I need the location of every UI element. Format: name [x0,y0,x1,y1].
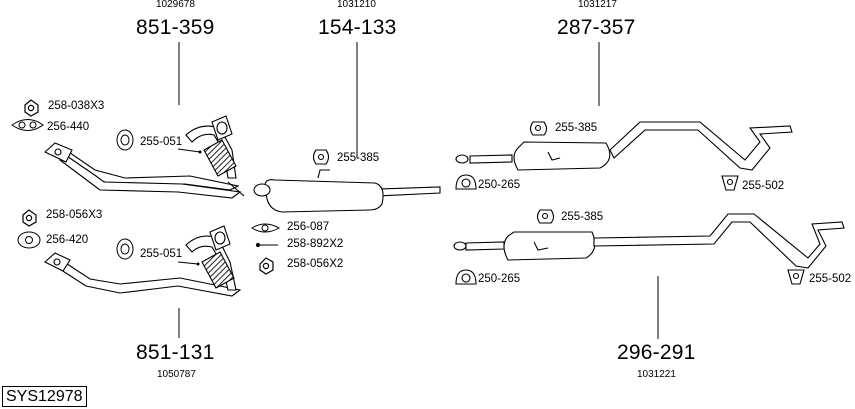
ref-number-851-359: 1029678 [156,0,195,10]
rubber-hanger-icon [529,121,548,136]
bolt-icon [255,242,278,248]
callout-label: 256-440 [47,121,90,133]
diagram-id-box: SYS12978 [2,386,87,407]
callout-label: 258-038X3 [48,100,105,112]
callout-label: 250-265 [478,273,521,285]
rear-silencer-296-291 [453,213,845,269]
front-pipe-851-359 [44,115,245,199]
gasket-icon [251,223,281,233]
rubber-hanger-icon [721,175,739,191]
gasket-icon [116,129,134,151]
callout-label: 255-385 [561,211,604,223]
hex-nut-icon [259,257,274,275]
callout-label: 255-502 [809,273,852,285]
hex-nut-icon [22,209,37,227]
rubber-hanger-icon [787,269,805,285]
rubber-hanger-icon [536,209,555,224]
rear-silencer-287-357 [455,121,793,171]
callout-label: 250-265 [478,179,521,191]
middle-silencer-154-133 [253,169,441,213]
callout-label: 256-087 [287,221,330,233]
gasket-icon [116,238,134,260]
callout-label: 258-056X2 [287,258,344,270]
callout-label: 255-385 [337,152,380,164]
rubber-hanger-icon [312,149,330,165]
gasket-icon [11,119,44,131]
callout-label: 258-056X3 [46,209,103,221]
ref-number-154-133: 1031210 [337,0,376,10]
callout-label: 255-051 [140,136,183,148]
part-number-851-131: 851-131 [136,341,215,364]
callout-label: 256-420 [46,234,89,246]
gasket-icon [17,231,41,249]
clamp-icon [455,174,477,190]
clamp-icon [455,269,477,285]
callout-label: 258-892X2 [287,238,344,250]
callout-label: 255-385 [555,122,598,134]
callout-label: 255-051 [140,248,183,260]
ref-number-296-291: 1031221 [637,369,676,380]
front-pipe-851-131 [44,225,242,297]
part-number-851-359: 851-359 [136,16,215,39]
part-number-287-357: 287-357 [557,16,636,39]
part-number-296-291: 296-291 [617,341,696,364]
part-number-154-133: 154-133 [318,16,397,39]
ref-number-851-131: 1050787 [157,369,196,380]
callout-label: 255-502 [742,180,785,192]
hex-nut-icon [24,99,39,117]
ref-number-287-357: 1031217 [578,0,617,10]
